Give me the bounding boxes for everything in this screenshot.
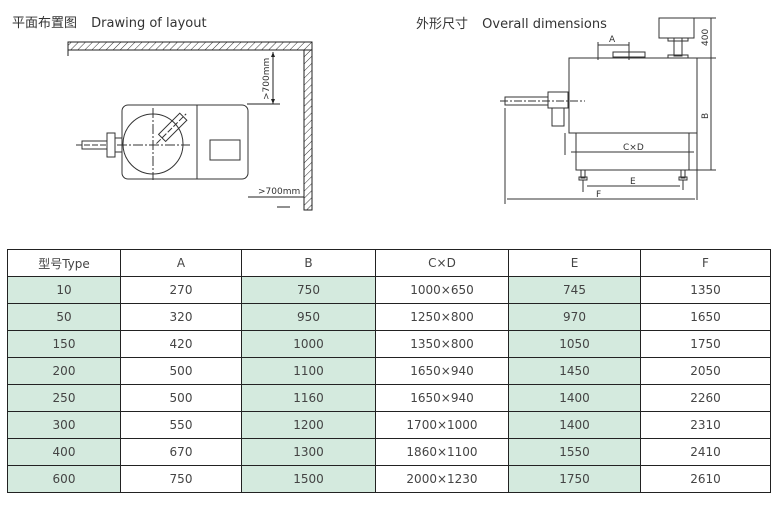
cell-b: 1100 [241,357,376,385]
header-e: E [508,249,641,277]
table-header-row: 型号Type A B C×D E F [7,249,771,277]
dim-400: 400 [694,17,716,59]
dimensions-title-en: Overall dimensions [482,17,607,32]
cell-f: 2260 [640,384,771,412]
dim-b-label: B [701,113,711,119]
wall [67,41,313,211]
cell-type: 250 [7,384,121,412]
cell-f: 1650 [640,303,771,331]
cell-e: 745 [508,276,641,304]
dim-cd: C×D [564,133,698,200]
cell-type: 600 [7,465,121,493]
cell-f: 2410 [640,438,771,466]
cell-cd: 1650×940 [375,357,509,385]
cell-type: 10 [7,276,121,304]
cell-cd: 1860×1100 [375,438,509,466]
clearance-right: >700mm [248,187,304,208]
dim-a: A [597,35,630,60]
cell-a: 670 [120,438,242,466]
dimensions-title-cn: 外形尺寸 [416,17,469,32]
cell-e: 1050 [508,330,641,358]
machine-plan [76,104,249,180]
cell-b: 1200 [241,411,376,439]
cell-cd: 1250×800 [375,303,509,331]
clearance-right-label: >700mm [258,187,300,197]
cell-type: 300 [7,411,121,439]
cell-type: 200 [7,357,121,385]
cell-cd: 1650×940 [375,384,509,412]
cell-a: 420 [120,330,242,358]
dim-a-label: A [609,35,616,45]
layout-title-en: Drawing of layout [91,16,207,31]
layout-title-cn: 平面布置图 [12,16,78,31]
clearance-top-label: >700mm [262,58,272,100]
cell-type: 150 [7,330,121,358]
dimensions-drawing: A 400 B C×D E F [500,17,716,204]
cell-type: 400 [7,438,121,466]
cell-a: 500 [120,357,242,385]
cell-b: 750 [241,276,376,304]
dim-b: B [689,58,716,171]
cell-type: 50 [7,303,121,331]
header-f: F [640,249,771,277]
machine-elevation [500,17,698,181]
cell-e: 1400 [508,411,641,439]
dim-e: E [582,177,684,192]
cell-a: 500 [120,384,242,412]
cell-e: 1550 [508,438,641,466]
dim-f-label: F [596,190,601,200]
cell-e: 1450 [508,357,641,385]
cell-a: 270 [120,276,242,304]
header-type: 型号Type [7,249,121,277]
cell-a: 750 [120,465,242,493]
cell-b: 1160 [241,384,376,412]
cell-b: 950 [241,303,376,331]
cell-b: 1500 [241,465,376,493]
layout-drawing: >700mm >700mm [67,41,313,211]
cell-f: 2050 [640,357,771,385]
dim-400-label: 400 [701,29,711,46]
cell-e: 1750 [508,465,641,493]
cell-b: 1300 [241,438,376,466]
cell-b: 1000 [241,330,376,358]
cell-e: 1400 [508,384,641,412]
header-a: A [120,249,242,277]
cell-cd: 1000×650 [375,276,509,304]
cell-cd: 1350×800 [375,330,509,358]
dim-cd-label: C×D [623,143,644,153]
cell-f: 2310 [640,411,771,439]
cell-cd: 2000×1230 [375,465,509,493]
dimensions-drawing-caption: 外形尺寸 Overall dimensions [416,13,607,32]
dim-f: F [504,108,695,204]
dim-e-label: E [630,177,636,187]
cell-a: 320 [120,303,242,331]
clearance-top: >700mm [247,52,280,105]
header-b: B [241,249,376,277]
cell-f: 1350 [640,276,771,304]
cell-cd: 1700×1000 [375,411,509,439]
layout-drawing-caption: 平面布置图 Drawing of layout [12,12,207,31]
cell-f: 2610 [640,465,771,493]
cell-e: 970 [508,303,641,331]
cell-a: 550 [120,411,242,439]
cell-f: 1750 [640,330,771,358]
header-cd: C×D [375,249,509,277]
